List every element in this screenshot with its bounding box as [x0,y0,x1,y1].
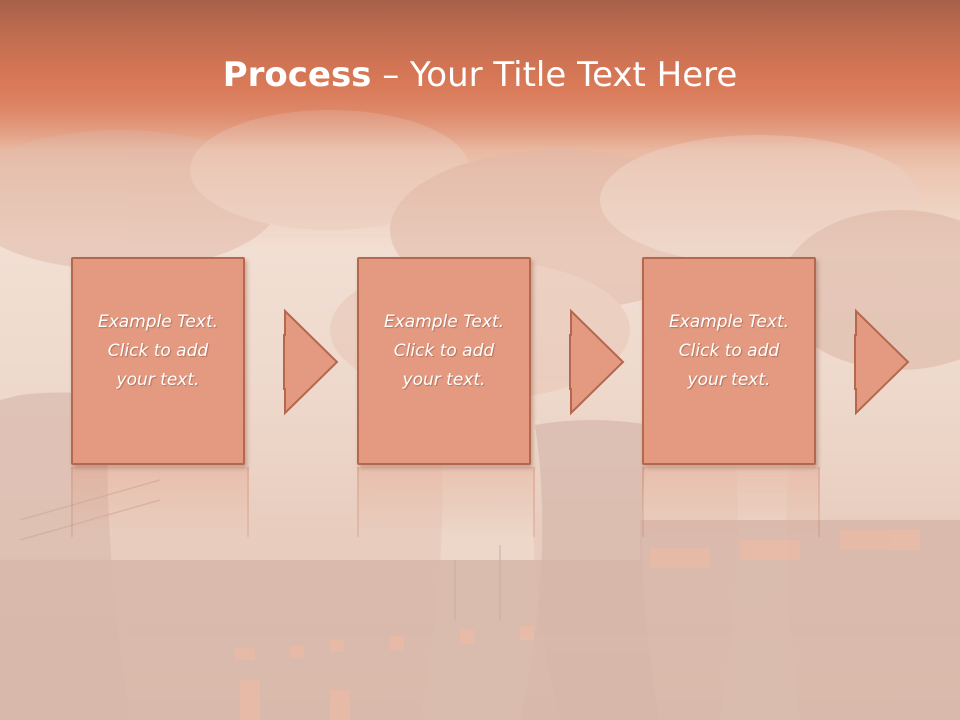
process-step-1[interactable]: Example Text. Click to add your text. [71,257,245,465]
step-1-reflection [71,467,249,537]
process-step-2[interactable]: Example Text. Click to add your text. [357,257,531,465]
slide-title[interactable]: Process – Your Title Text Here [0,52,960,98]
title-emphasis: Process [222,55,372,95]
step-text[interactable]: Example Text. Click to add your text. [383,311,505,390]
arrow-right-icon [569,308,625,416]
arrow-right-icon [854,308,910,416]
arrow-right-icon [283,308,339,416]
step-box[interactable]: Example Text. Click to add your text. [71,257,245,465]
process-step-3[interactable]: Example Text. Click to add your text. [642,257,816,465]
step-box[interactable]: Example Text. Click to add your text. [642,257,816,465]
title-band [0,0,960,150]
step-text[interactable]: Example Text. Click to add your text. [668,311,790,390]
step-2-reflection [357,467,535,537]
step-3-reflection [642,467,820,537]
step-text[interactable]: Example Text. Click to add your text. [97,311,219,390]
step-box[interactable]: Example Text. Click to add your text. [357,257,531,465]
title-text: – Your Title Text Here [371,55,738,95]
